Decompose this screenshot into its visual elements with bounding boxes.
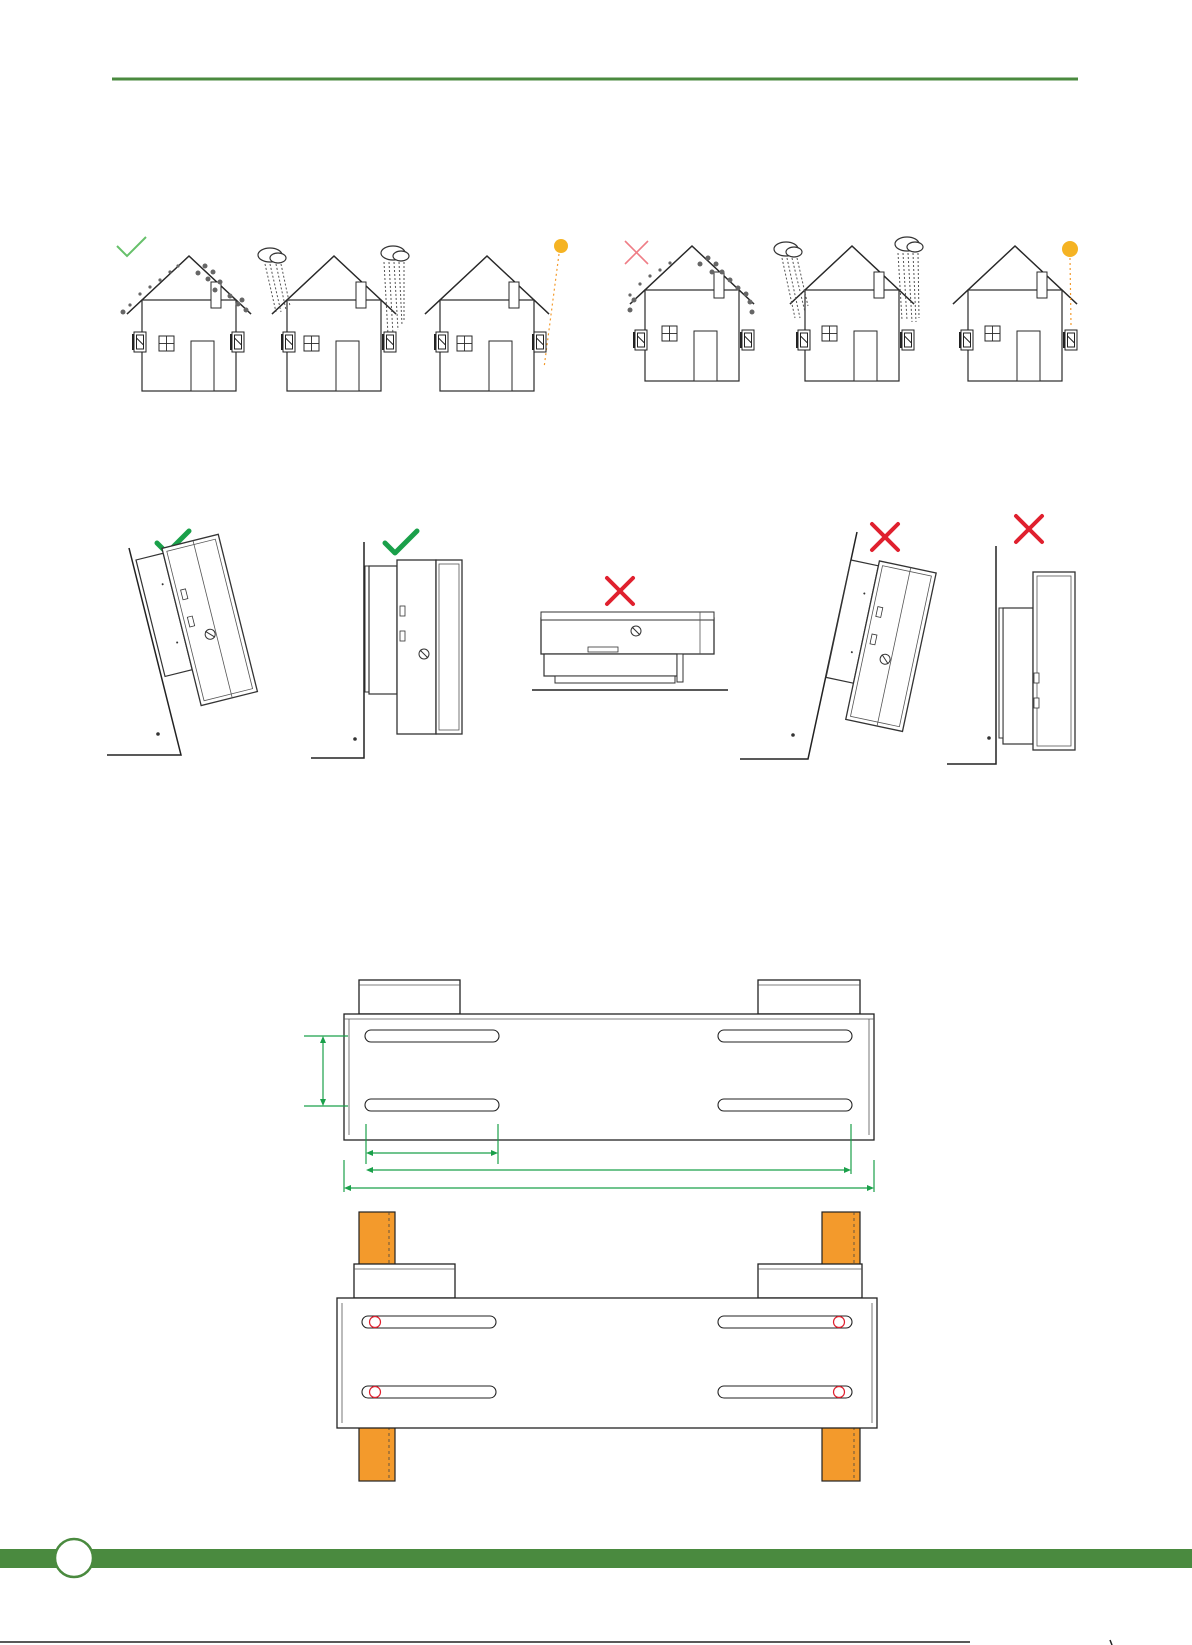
- corner-mark: [1110, 1640, 1112, 1645]
- house-bad-rain: [774, 237, 923, 381]
- mount-ok-vertical: [311, 531, 462, 758]
- sun-icon: [554, 239, 568, 253]
- mount-bad-vertical: [947, 516, 1075, 764]
- house-bad-sun: [953, 241, 1078, 381]
- cross-icon: [607, 578, 633, 604]
- bracket-on-rails-drawing: [337, 1212, 877, 1481]
- house-bad-snow: [625, 241, 755, 381]
- cross-icon: [872, 524, 898, 550]
- rain-cloud-icon: [774, 242, 808, 318]
- page-number-badge: [55, 1539, 93, 1577]
- check-icon: [117, 237, 146, 256]
- sun-icon: [1062, 241, 1078, 257]
- house-ok-rain: [258, 246, 409, 391]
- footer-band: [0, 1549, 1192, 1568]
- rain-cloud-icon: [381, 246, 409, 335]
- bracket-dimension-drawing: [304, 980, 874, 1192]
- cross-icon: [1016, 516, 1042, 542]
- check-icon: [385, 531, 417, 553]
- mounting-examples: [107, 516, 1075, 764]
- mount-bad-tilted: [740, 524, 936, 759]
- environment-examples: [117, 237, 1078, 391]
- house-ok-snow: [117, 237, 251, 391]
- mount-bad-horizontal: [532, 578, 728, 690]
- house-ok-sun: [425, 239, 568, 391]
- cross-icon: [625, 241, 648, 264]
- mount-ok-tilted: [107, 531, 257, 755]
